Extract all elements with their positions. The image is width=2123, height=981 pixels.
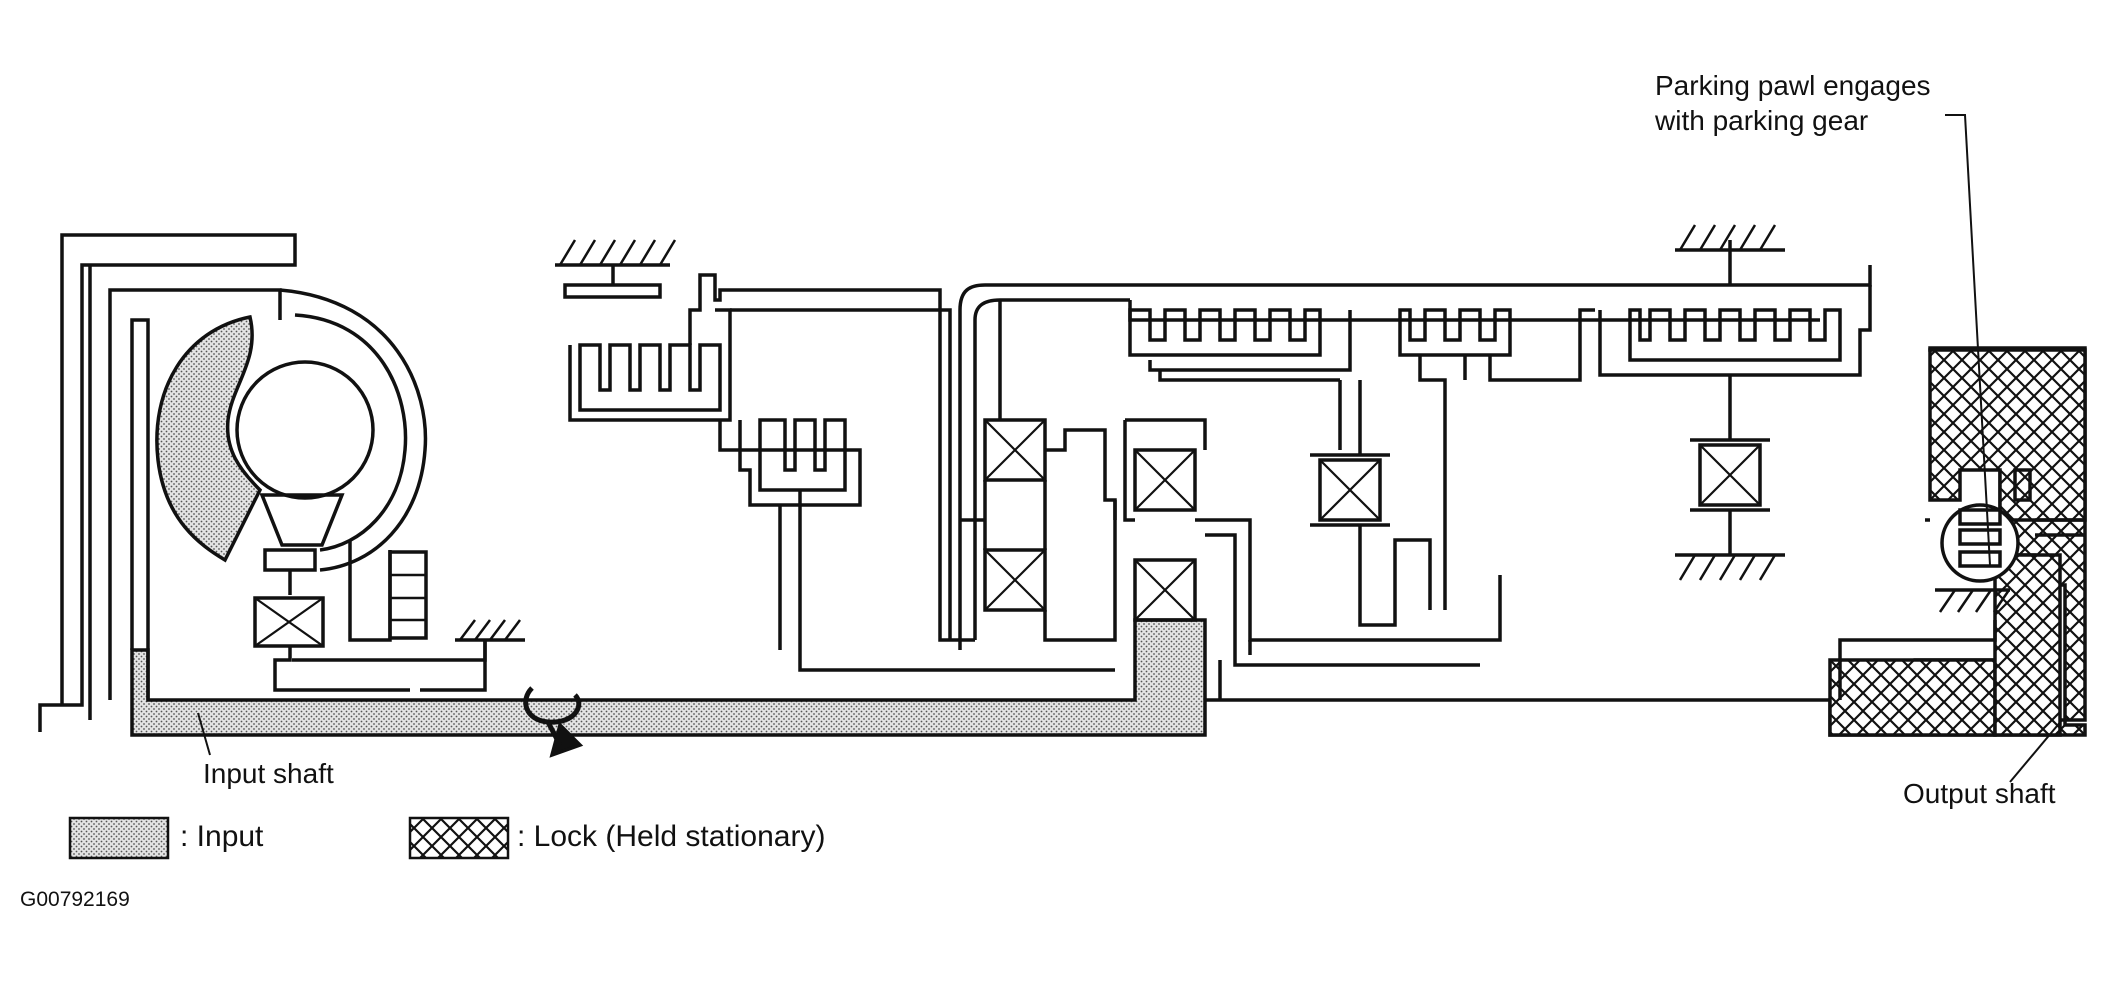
output-shaft-label: Output shaft: [1903, 778, 2056, 809]
output-leader-line: [2009, 719, 2063, 783]
ground-hatch-icon: [420, 619, 525, 692]
legend-lock-swatch: [408, 816, 510, 860]
figure-id: G00792169: [20, 888, 130, 911]
parking-callout-line1: Parking pawl engages: [1655, 70, 1931, 101]
legend-lock-label: : Lock (Held stationary): [517, 820, 826, 853]
rotation-arrow-icon: [523, 686, 584, 758]
input-shaft-label: Input shaft: [203, 758, 334, 789]
input-leader-line: [197, 712, 211, 756]
parking-callout-line2: with parking gear: [1655, 105, 1869, 136]
impeller: [155, 314, 263, 563]
one-way-clutch-right: [1113, 418, 1840, 702]
legend-input-swatch: [68, 816, 170, 860]
front-clutch-pack: [555, 239, 1115, 672]
torque-converter: [38, 233, 487, 732]
parking-leader-line: [1945, 114, 1991, 566]
output-shaft-lock: [1828, 346, 2087, 737]
one-way-clutch-left: [958, 283, 1180, 650]
rear-planetary-gearsets: [1128, 224, 1872, 655]
legend-input-label: : Input: [180, 820, 264, 853]
